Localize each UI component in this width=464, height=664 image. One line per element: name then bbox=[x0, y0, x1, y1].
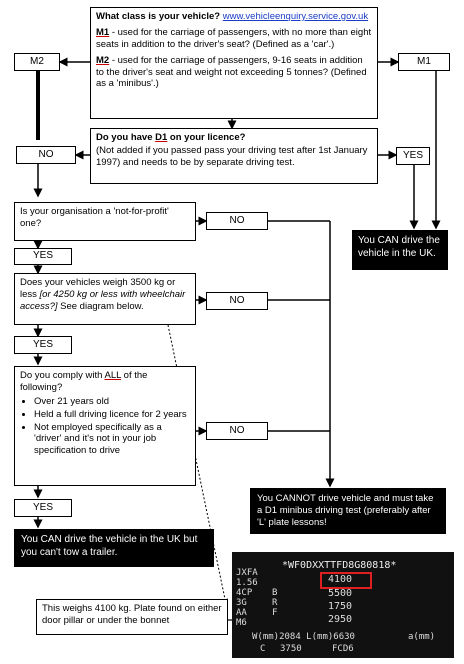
comply-text-pre: Do you comply with bbox=[20, 370, 105, 381]
plate-note: This weighs 4100 kg. Plate found on eith… bbox=[36, 599, 228, 635]
vehicle-weight-plate-photo: *WF0DXXTTFD8G80818* JXFA 1.56 4CP 3G AA … bbox=[232, 552, 454, 658]
m2-label: M2 bbox=[14, 53, 60, 71]
no-not-for-profit-label: NO bbox=[206, 212, 268, 230]
plate-row-letter: B bbox=[272, 588, 278, 598]
plate-row-letter: R bbox=[272, 598, 278, 608]
plate-weight: 1750 bbox=[328, 601, 353, 612]
plate-code: M6 bbox=[236, 618, 247, 628]
not-for-profit-text: Is your organisation a 'not-for-profit' … bbox=[20, 206, 169, 229]
m1-label: M1 bbox=[398, 53, 450, 71]
plate-footer: W(mm)2084 L(mm)6630 bbox=[252, 632, 355, 642]
m2-description: - used for the carriage of passengers, 9… bbox=[96, 54, 367, 90]
no-comply-label: NO bbox=[206, 422, 268, 440]
vehicle-enquiry-link[interactable]: www.vehicleenquiry.service.gov.uk bbox=[222, 11, 369, 22]
plate-bottom: C bbox=[260, 644, 266, 654]
plate-code: AA bbox=[236, 608, 247, 618]
compliance-question: Do you comply with ALL of the following?… bbox=[14, 366, 196, 486]
comply-text-all: ALL bbox=[104, 370, 122, 381]
can-drive-no-trailer-text: You CAN drive the vehicle in the UK but … bbox=[21, 534, 198, 558]
plate-code: JXFA bbox=[236, 568, 258, 578]
comply-text-post: of the following? bbox=[20, 370, 148, 393]
d1-title-pre: Do you have bbox=[96, 132, 156, 143]
compliance-list: Over 21 years old Held a full driving li… bbox=[20, 396, 190, 457]
dotted-to-plate-note bbox=[167, 324, 228, 605]
weight-text-italic: [or 4250 kg or less with wheelchair acce… bbox=[20, 288, 186, 312]
compliance-item: Held a full driving licence for 2 years bbox=[34, 409, 190, 421]
vehicle-weight-question: Does your vehicles weigh 3500 kg or less… bbox=[14, 273, 196, 325]
yes-comply-label: YES bbox=[14, 499, 72, 517]
m2-code: M2 bbox=[96, 54, 110, 66]
plate-code: 3G bbox=[236, 598, 247, 608]
cannot-drive-text: You CANNOT drive vehicle and must take a… bbox=[257, 493, 434, 528]
compliance-item: Not employed specifically as a 'driver' … bbox=[34, 422, 190, 458]
can-drive-no-trailer-result: You CAN drive the vehicle in the UK but … bbox=[14, 529, 214, 567]
vehicle-class-question: What class is your vehicle? www.vehiclee… bbox=[90, 7, 378, 119]
plate-weight-highlight bbox=[320, 572, 372, 589]
no-d1-label: NO bbox=[16, 146, 76, 164]
plate-note-text: This weighs 4100 kg. Plate found on eith… bbox=[42, 603, 222, 626]
plate-bottom: FCD6 bbox=[332, 644, 354, 654]
plate-footer-right: a(mm) bbox=[408, 632, 436, 642]
plate-vin: *WF0DXXTTFD8G80818* bbox=[282, 560, 397, 571]
weight-text-pre: Does your vehicles weigh 3500 kg or less bbox=[20, 277, 176, 300]
weight-text-post: See diagram below. bbox=[57, 300, 144, 312]
plate-weight: 2950 bbox=[328, 614, 353, 625]
compliance-item: Over 21 years old bbox=[34, 396, 190, 408]
m1-code: M1 bbox=[96, 26, 110, 38]
yes-d1-label: YES bbox=[396, 147, 430, 165]
d1-licence-question: Do you have D1 on your licence? (Not add… bbox=[90, 128, 378, 184]
cannot-drive-result: You CANNOT drive vehicle and must take a… bbox=[250, 488, 446, 534]
plate-code: 4CP bbox=[236, 588, 253, 598]
plate-code: 1.56 bbox=[236, 578, 258, 588]
m1-description: - used for the carriage of passengers, w… bbox=[96, 26, 372, 50]
plate-weight: 4100 bbox=[328, 574, 353, 585]
plate-bottom: 3750 bbox=[280, 644, 302, 654]
plate-row-letter: F bbox=[272, 608, 278, 618]
not-for-profit-question: Is your organisation a 'not-for-profit' … bbox=[14, 202, 196, 241]
no-weight-label: NO bbox=[206, 292, 268, 310]
d1-title-post: on your licence? bbox=[167, 132, 246, 143]
vehicle-class-title: What class is your vehicle? bbox=[96, 11, 221, 22]
plate-weight: 5500 bbox=[328, 588, 353, 599]
can-drive-result: You CAN drive the vehicle in the UK. bbox=[352, 230, 448, 270]
d1-note: (Not added if you passed pass your drivi… bbox=[96, 144, 368, 168]
can-drive-text: You CAN drive the vehicle in the UK. bbox=[358, 235, 440, 259]
yes-not-for-profit-label: YES bbox=[14, 248, 72, 265]
d1-title-code: D1 bbox=[155, 132, 168, 143]
yes-weight-label: YES bbox=[14, 336, 72, 354]
